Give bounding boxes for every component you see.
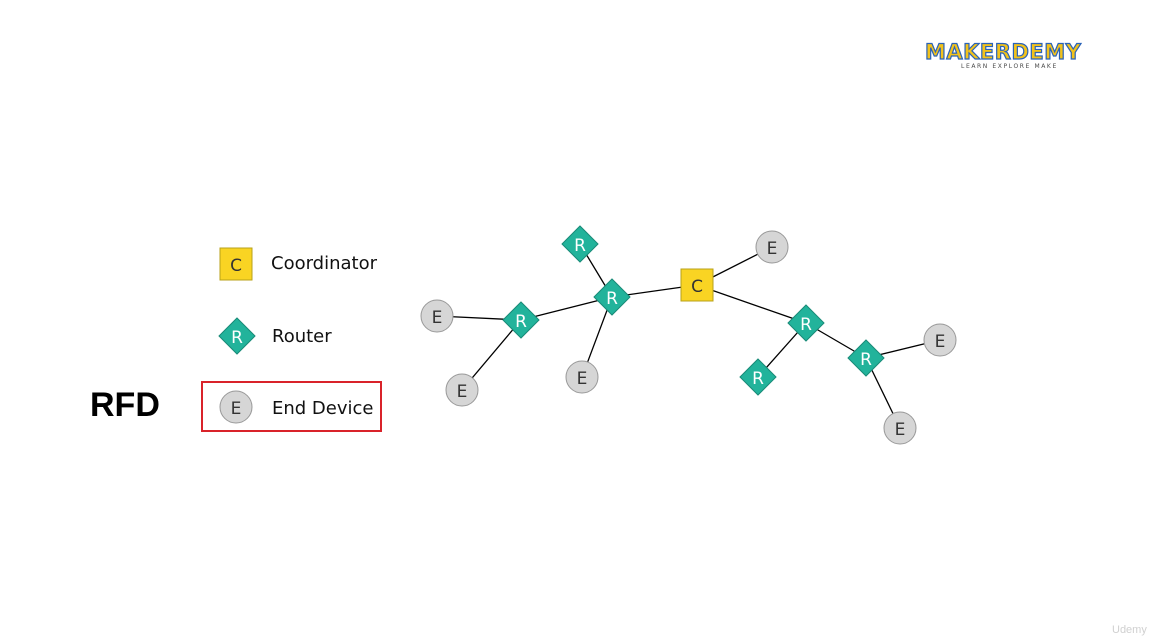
svg-text:E: E <box>457 382 468 402</box>
logo-wordmark: MAKERDEMY <box>924 39 1082 64</box>
svg-text:R: R <box>515 312 527 332</box>
legend-coordinator-symbol-text: C <box>230 256 242 276</box>
svg-text:E: E <box>577 369 588 389</box>
svg-text:E: E <box>432 308 443 328</box>
svg-text:R: R <box>574 236 586 256</box>
svg-text:R: R <box>860 350 872 370</box>
node-e3: E <box>420 299 454 333</box>
svg-text:E: E <box>767 239 778 259</box>
legend-router-symbol: R <box>218 317 256 355</box>
node-e2: E <box>565 360 599 394</box>
node-r5: R <box>739 358 777 396</box>
legend-coordinator-symbol: C <box>219 247 253 281</box>
edge-c-r4 <box>696 284 807 324</box>
legend-label-coordinator: Coordinator <box>271 253 378 274</box>
node-r6: R <box>847 339 885 377</box>
node-r1: R <box>593 278 631 316</box>
svg-text:R: R <box>800 315 812 335</box>
svg-text:R: R <box>752 369 764 389</box>
node-r4: R <box>787 304 825 342</box>
svg-text:E: E <box>935 332 946 352</box>
legend-end-device-symbol: E <box>219 390 253 424</box>
svg-text:R: R <box>606 289 618 309</box>
legend-end-device-symbol-text: E <box>231 399 242 419</box>
udemy-watermark: Udemy <box>1112 624 1147 636</box>
legend-label-router: Router <box>272 326 332 347</box>
node-c: C <box>680 268 714 302</box>
slide-title: RFD <box>90 386 160 424</box>
node-e4: E <box>445 373 479 407</box>
end-device-highlight-box <box>201 381 382 432</box>
logo-tagline: LEARN EXPLORE MAKE <box>961 63 1058 70</box>
legend-label-end-device: End Device <box>272 398 374 419</box>
svg-text:E: E <box>895 420 906 440</box>
node-r3: R <box>502 301 540 339</box>
node-e5: E <box>923 323 957 357</box>
node-e6: E <box>883 411 917 445</box>
makerdemy-logo: MAKERDEMY LEARN EXPLORE MAKE <box>924 39 1090 72</box>
edge-r1-r3 <box>520 296 613 321</box>
svg-text:C: C <box>691 277 703 297</box>
node-e1: E <box>755 230 789 264</box>
node-r2: R <box>561 225 599 263</box>
legend-router-symbol-text: R <box>231 328 243 348</box>
